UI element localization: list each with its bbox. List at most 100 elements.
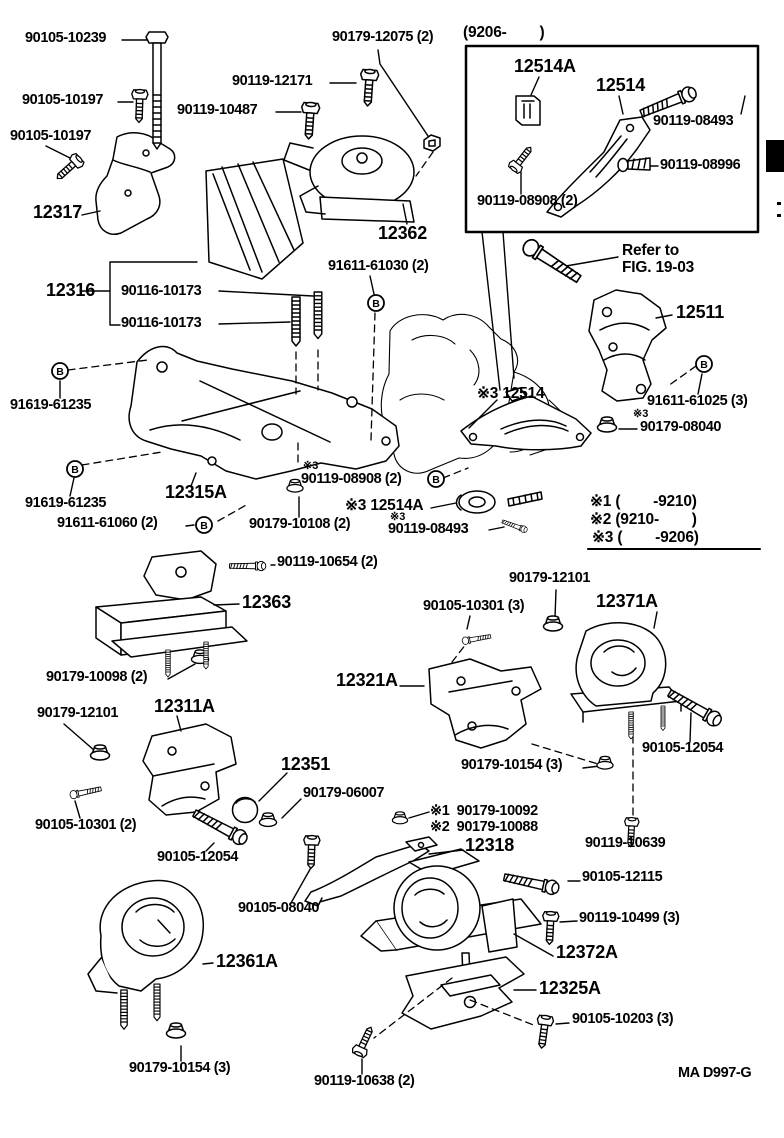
ast1-90179-10092: ※1 90179-10092 [430,803,538,819]
pn-90119-08908-box: 90119-08908 (2) [477,193,578,209]
pn-90119-08493-c: 90119-08493 [388,521,469,537]
pn-90119-10638: 90119-10638 (2) [314,1073,415,1089]
part-12372A [481,898,518,953]
screw-icon-refer-fig-19-03 [519,235,585,287]
pn-90119-10487: 90119-10487 [177,102,258,118]
circled-b-icon-91611-61025 [695,355,713,373]
legend-row-3: ※3 ( -9206) [592,529,699,546]
bolt-icon-90119-12171 [357,68,380,108]
pn-90116-10173-a: 90116-10173 [121,283,202,299]
pn-12318: 12318 [465,835,515,855]
stud-icon-12363-b [203,641,209,670]
part-12363 [95,550,248,658]
circled-b-icon-91611-61060 [195,516,213,534]
pn-90105-10197-b: 90105-10197 [10,128,92,144]
nut-icon-90179-10154-b [165,1022,187,1039]
stud-icon-90116-10173-a [291,296,301,347]
pn-12317: 12317 [33,202,83,222]
pn-12361A: 12361A [216,951,278,971]
stud-icon-90116-10173-b [313,291,323,340]
pn-12363: 12363 [242,592,292,612]
part-12351 [231,796,259,824]
nut-icon-ast-10092-10088 [391,811,409,825]
bolt-icon-90119-08908-box [506,142,538,176]
pn-90119-08493-box: 90119-08493 [653,113,734,129]
nut-icon-90179-12101-l [89,744,111,761]
circled-b-icon-90119-08908-c [427,470,445,488]
pn-91611-61025: 91611-61025 (3) [647,393,748,409]
leader-lines [45,39,746,1075]
pn-90179-12101-l: 90179-12101 [37,705,119,721]
screw-icon-90119-08493-c [500,517,529,534]
pn-91611-61060: 91611-61060 (2) [57,515,158,531]
bolt-icon-90105-08040 [302,834,321,870]
part-12321A [428,658,542,749]
pn-90116-10173-b: 90116-10173 [121,315,202,331]
pn-90179-12101-r: 90179-12101 [509,570,591,586]
pn-90179-10098: 90179-10098 (2) [46,669,148,685]
stud-icon-12363-a [165,649,171,678]
pn-90179-10108: 90179-10108 (2) [249,516,351,532]
circled-b-icon-91611-61030 [367,294,385,312]
pn-90179-10154-m: 90179-10154 (3) [461,757,563,773]
pn-12371A: 12371A [596,591,658,611]
pn-90105-12054-r: 90105-12054 [642,740,724,756]
pn-91611-61030: 91611-61030 (2) [328,258,429,274]
pn-90105-12054-l: 90105-12054 [157,849,239,865]
pn-12514A-box: 12514A [514,56,576,76]
part-12371A [570,621,682,723]
bolt-icon-90105-10301-2 [68,784,103,800]
pn-12316: 12316 [46,280,96,300]
bolt-icon-90105-10301-3 [461,632,492,646]
screw-icon-90105-12054-r [665,685,725,730]
bolt-long-icon-90105-10239 [145,31,169,150]
nut-icon-90179-12075 [423,134,441,152]
part-12318 [304,836,438,907]
pn-91619-61235-b: 91619-61235 [25,495,107,511]
stud-icon-center [507,491,543,507]
pn-12311A: 12311A [154,696,215,716]
part-12511 [588,289,667,402]
part-12514-center [460,387,592,451]
bolt-icon-90119-10654 [229,560,267,572]
pn-90119-10654: 90119-10654 (2) [277,554,378,570]
pn-91619-61235-a: 91619-61235 [10,397,92,413]
nut-icon-90179-08040 [596,416,618,433]
bolt-icon-90105-10197-a [130,88,149,124]
pn-90179-08040: 90179-08040 [640,419,722,435]
ast2-90179-10088: ※2 90179-10088 [430,819,538,835]
pn-12315A: 12315A [165,482,227,502]
legend-row-1: ※1 ( -9210) [590,493,697,510]
pn-90119-08908-c: 90119-08908 (2) [301,471,402,487]
pn-90119-10639: 90119-10639 [585,835,666,851]
ast3-08040: ※3 [633,408,649,420]
nut-icon-90179-06007 [258,812,278,828]
pn-90105-10301-3: 90105-10301 (3) [423,598,525,614]
pn-90119-08996: 90119-08996 [660,157,741,173]
footer-code: MA D997-G [678,1065,752,1081]
legend-row-2: ※2 (9210- ) [590,511,697,528]
bolt-icon-90119-10499 [540,910,560,946]
pn-12514A-c: ※3 12514A [345,497,424,514]
pn-12362: 12362 [378,223,428,243]
pn-90119-10499: 90119-10499 (3) [579,910,680,926]
screw-icon-90105-12115 [502,869,561,897]
nut-icon-90179-12101-r [542,615,564,632]
pn-12325A: 12325A [539,978,601,998]
pn-90179-12075: 90179-12075 (2) [332,29,434,45]
stud-icon-12371A-b [660,705,666,731]
refer-text-1: Refer to [622,242,679,259]
part-12317 [95,132,176,235]
pn-90105-08040: 90105-08040 [238,900,320,916]
bolt-icon-90119-08996 [617,157,651,173]
pn-90105-10197-a: 90105-10197 [22,92,104,108]
stud-icon-12371A-a [628,711,634,740]
pn-90119-12171: 90119-12171 [232,73,313,89]
bolt-icon-90105-10203 [532,1013,555,1050]
pn-90105-10301-2: 90105-10301 (2) [35,817,137,833]
ast3-08493: ※3 [390,511,406,523]
pn-12511: 12511 [676,302,725,322]
part-12311A [142,723,237,816]
